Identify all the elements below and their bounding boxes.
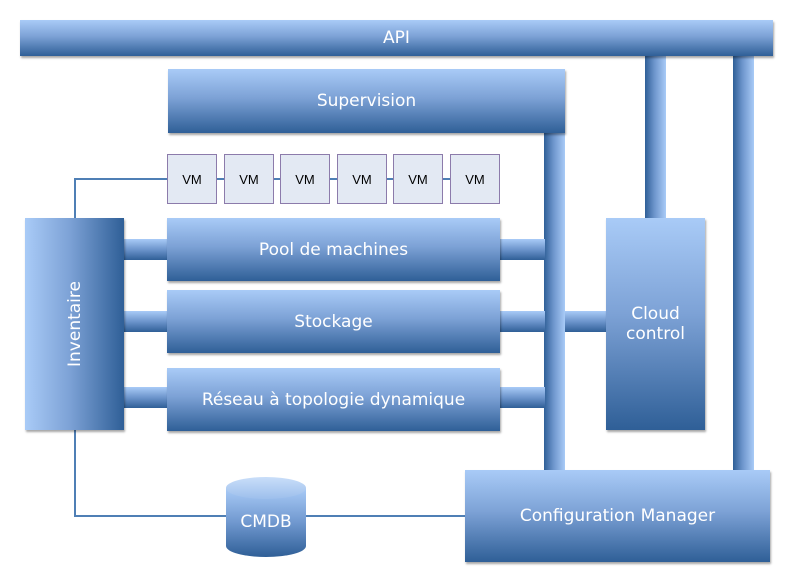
vm-box[interactable]: VM bbox=[280, 154, 330, 204]
stockage-bus-pipe bbox=[500, 311, 545, 332]
vm-label: VM bbox=[182, 171, 202, 187]
vm-label: VM bbox=[239, 171, 259, 187]
supervision-to-config-pipe bbox=[544, 133, 565, 471]
api-bar[interactable]: API bbox=[20, 20, 773, 56]
reseau-box[interactable]: Réseau à topologie dynamique bbox=[167, 368, 500, 431]
cmdb-to-config-line bbox=[305, 515, 467, 517]
api-label: API bbox=[383, 28, 410, 48]
cloud-control-label-line2: control bbox=[626, 324, 685, 344]
pool-de-machines-box[interactable]: Pool de machines bbox=[167, 218, 500, 281]
cloud-control-box[interactable]: Cloud control bbox=[606, 218, 705, 430]
inventaire-to-cmdb-line-vertical bbox=[74, 430, 76, 517]
inventaire-reseau-pipe bbox=[124, 387, 168, 408]
inventaire-box[interactable]: Inventaire bbox=[25, 218, 124, 430]
inventaire-stockage-pipe bbox=[124, 311, 168, 332]
cmdb-cylinder[interactable]: CMDB bbox=[225, 476, 307, 558]
configuration-manager-label: Configuration Manager bbox=[519, 506, 716, 526]
reseau-bus-pipe bbox=[500, 387, 545, 408]
inventaire-pool-pipe bbox=[124, 239, 168, 260]
stockage-label: Stockage bbox=[294, 311, 373, 332]
inventaire-label: Inventaire bbox=[64, 281, 85, 367]
reseau-label: Réseau à topologie dynamique bbox=[201, 389, 466, 410]
vm-box[interactable]: VM bbox=[167, 154, 217, 204]
cloud-control-label-line1: Cloud bbox=[631, 304, 680, 324]
vm-label: VM bbox=[352, 171, 372, 187]
supervision-label: Supervision bbox=[316, 91, 417, 111]
inventaire-to-vm-line-vertical bbox=[74, 178, 76, 218]
pool-bus-pipe bbox=[500, 239, 545, 260]
vm-box[interactable]: VM bbox=[450, 154, 500, 204]
pool-de-machines-label: Pool de machines bbox=[258, 239, 409, 260]
vm-box[interactable]: VM bbox=[224, 154, 274, 204]
vm-label: VM bbox=[408, 171, 428, 187]
vm-label: VM bbox=[465, 171, 485, 187]
vm-box[interactable]: VM bbox=[337, 154, 387, 204]
inventaire-to-vm-line-horizontal bbox=[74, 178, 168, 180]
vm-box[interactable]: VM bbox=[393, 154, 443, 204]
vm-label: VM bbox=[295, 171, 315, 187]
configuration-manager-box[interactable]: Configuration Manager bbox=[465, 470, 770, 562]
api-to-config-pipe bbox=[733, 56, 754, 471]
database-icon bbox=[226, 477, 306, 557]
inventaire-to-cmdb-line-horizontal bbox=[74, 515, 229, 517]
vm-chain-line bbox=[215, 178, 455, 180]
stockage-box[interactable]: Stockage bbox=[167, 290, 500, 353]
api-to-cloud-pipe bbox=[645, 56, 666, 219]
supervision-box[interactable]: Supervision bbox=[168, 69, 565, 133]
cmdb-label: CMDB bbox=[240, 512, 292, 532]
bus-cloud-pipe bbox=[565, 311, 607, 332]
